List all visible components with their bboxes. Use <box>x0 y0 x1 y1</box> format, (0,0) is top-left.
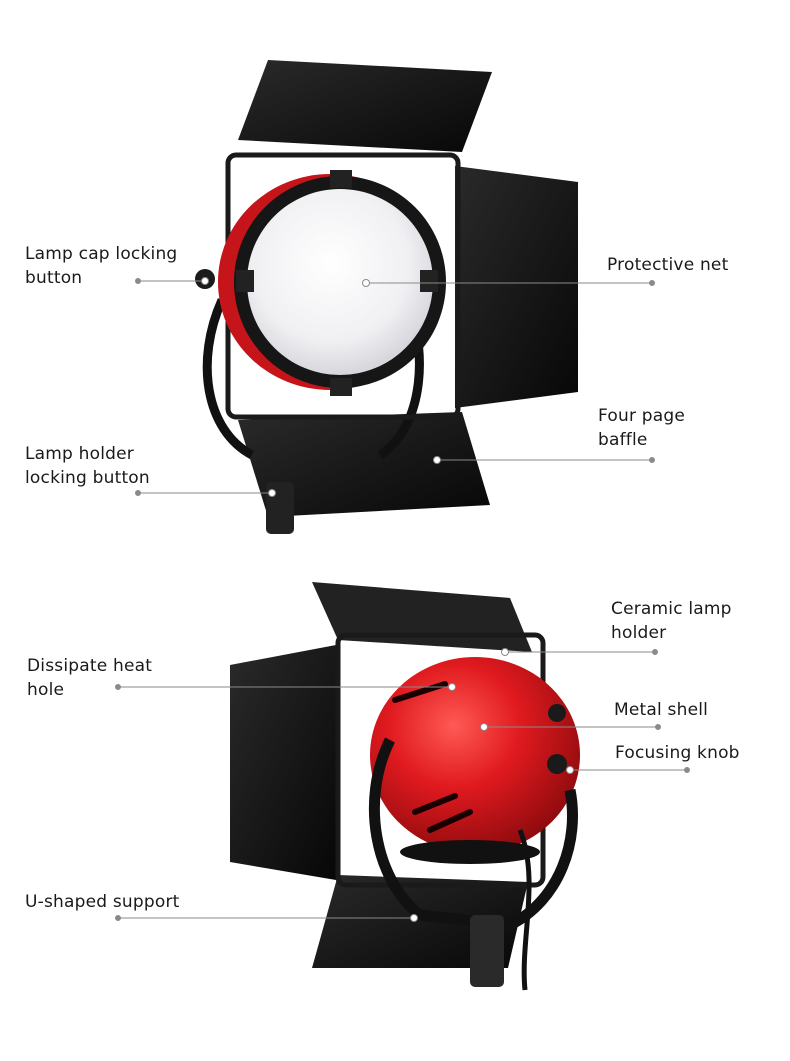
label-lamp-holder-locking-button: Lamp holder locking button <box>25 444 150 488</box>
label-protective-net: Protective net <box>607 255 729 275</box>
front-view-lamp <box>195 60 578 534</box>
rear-top-barn-door <box>312 582 532 652</box>
right-barn-door <box>455 166 578 408</box>
leader-lines <box>115 277 690 922</box>
upper-knob <box>548 704 566 722</box>
protective-net-diffuser <box>247 189 433 375</box>
label-dissipate-heat-hole: Dissipate heat hole <box>27 656 153 700</box>
focusing-knob-dial <box>547 754 567 774</box>
bottom-barn-door <box>238 412 490 517</box>
mount-rear <box>470 915 504 987</box>
label-u-shaped-support: U-shaped support <box>25 892 180 912</box>
u-shaped-support-arm <box>368 737 578 931</box>
label-metal-shell: Metal shell <box>614 700 709 720</box>
top-barn-door <box>238 60 492 152</box>
label-ceramic-lamp-holder: Ceramic lamp holder <box>611 599 732 643</box>
rear-view-lamp <box>230 582 580 991</box>
rear-left-barn-door <box>230 645 336 880</box>
label-lamp-cap-locking-button: Lamp cap locking button <box>25 244 178 288</box>
u-support-arm-front <box>202 298 255 459</box>
label-four-page-baffle: Four page baffle <box>598 406 685 450</box>
metal-shell-body <box>370 657 580 853</box>
label-focusing-knob: Focusing knob <box>615 743 740 763</box>
power-cable <box>517 829 532 991</box>
